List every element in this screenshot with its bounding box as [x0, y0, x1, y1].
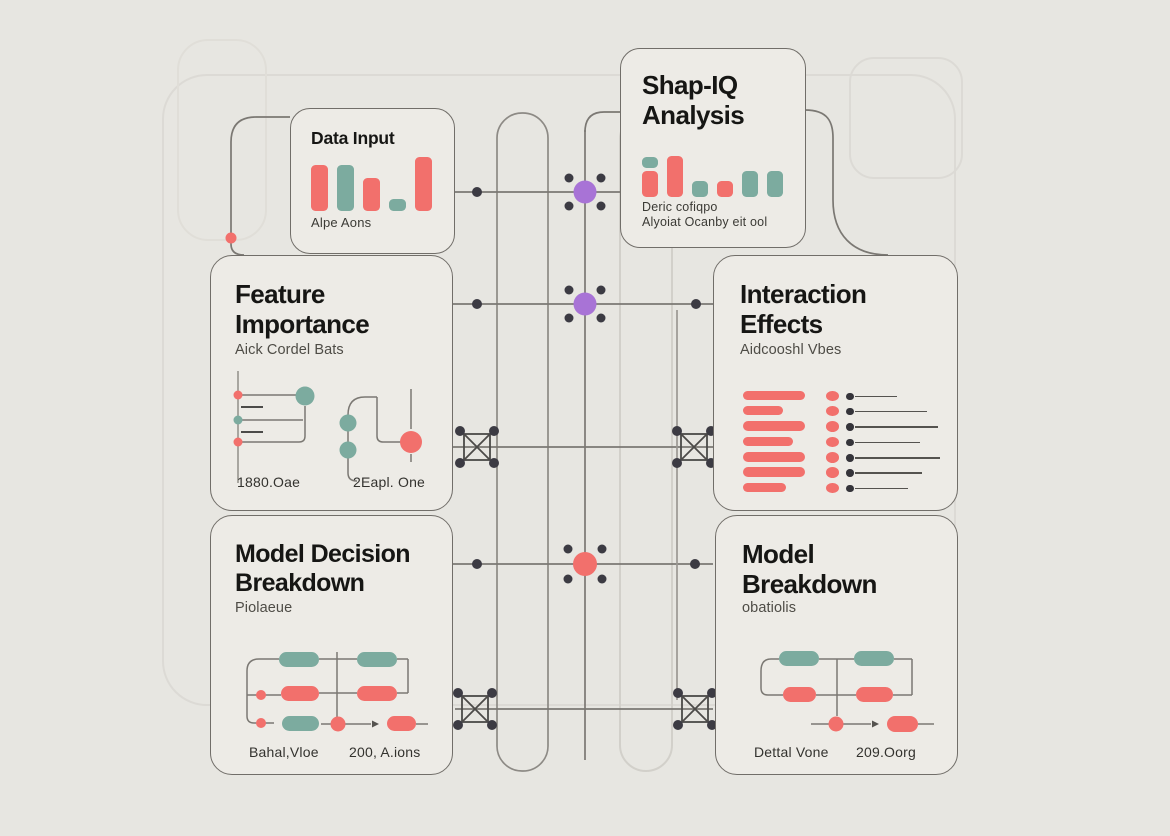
card-model-decision-breakdown[interactable]: Model Decision Breakdown Piolaeue [210, 515, 453, 775]
red-bar [743, 452, 805, 462]
connector-lines [230, 109, 889, 760]
value-line [855, 410, 927, 413]
diagram-label: 209.Oorg [856, 744, 916, 760]
bar-column [767, 171, 783, 197]
black-dot-icon [846, 423, 854, 431]
red-bar [743, 436, 793, 447]
red-bar [642, 171, 658, 197]
red-bar [743, 482, 786, 493]
card-title: Shap-IQ Analysis [642, 70, 745, 130]
teal-bar [389, 199, 406, 211]
crossing-node-icon [453, 688, 497, 730]
red-bar [743, 405, 783, 416]
card-title: Model Decision Breakdown [235, 540, 411, 597]
interaction-row [743, 480, 948, 495]
red-dot-icon [826, 467, 839, 478]
interaction-effects-chart-icon [743, 388, 948, 496]
card-data-input[interactable]: Data Input Alpe Aons [290, 108, 455, 254]
model-decision-flow-diagram-icon [246, 652, 428, 732]
feature-importance-diagram-icon [233, 371, 422, 483]
red-bar [667, 156, 683, 197]
interaction-row [743, 465, 948, 480]
red-bar [717, 181, 733, 197]
card-caption: Deric cofiqpo [642, 200, 718, 214]
interaction-row [743, 450, 948, 465]
teal-bar [337, 165, 354, 211]
black-dot-icon [846, 438, 854, 447]
interaction-row [743, 434, 948, 449]
red-dot-icon [826, 482, 839, 494]
value-line [855, 426, 938, 428]
teal-bar [642, 157, 658, 168]
diagram-label: 200, A.ions [349, 744, 421, 760]
card-interaction-effects[interactable]: Interaction Effects Aidcooshl Vbes [713, 255, 958, 511]
red-bar [311, 165, 328, 211]
black-dot-icon [846, 407, 854, 416]
card-caption: Alpe Aons [311, 215, 372, 230]
card-title: Data Input [311, 128, 395, 148]
line-dots [472, 187, 701, 569]
value-line [855, 472, 922, 475]
diagram-label: 2Eapl. One [353, 474, 426, 490]
card-subtitle: Aick Cordel Bats [235, 342, 344, 358]
card-title: Feature Importance [235, 279, 370, 339]
shap-iq-bar-chart-icon [642, 154, 783, 197]
black-dot-icon [846, 469, 854, 477]
value-line [855, 441, 920, 444]
model-breakdown-flow-diagram-icon [760, 651, 934, 732]
data-input-bar-chart-icon [311, 155, 432, 211]
red-bar [415, 157, 432, 211]
red-bar [743, 467, 805, 477]
card-subtitle: Aidcooshl Vbes [740, 342, 842, 358]
crossing-node-icon [673, 688, 717, 730]
red-marker-dot-icon [225, 232, 237, 244]
value-line [855, 457, 940, 459]
purple-junction-node-icon [564, 173, 606, 211]
card-title: Model Breakdown [742, 539, 877, 599]
diagram-label: 1880.Oae [237, 474, 301, 490]
black-dot-icon [846, 454, 854, 462]
bar-column [717, 181, 733, 197]
teal-bar [692, 181, 708, 197]
red-junction-node-icon [563, 544, 607, 584]
black-dot-icon [846, 392, 854, 400]
bar-column [642, 157, 658, 197]
purple-junction-node-icon [564, 285, 606, 323]
bar-column [692, 181, 708, 197]
red-bar [743, 421, 805, 431]
value-line [855, 395, 897, 398]
bar-column [667, 156, 683, 197]
card-title: Interaction Effects [740, 279, 867, 339]
card-subtitle: Piolaeue [235, 600, 293, 616]
teal-bar [767, 171, 783, 197]
tall-pill-outline [496, 112, 549, 772]
bar-column [742, 171, 758, 197]
red-bar [363, 178, 380, 211]
red-bar [743, 390, 805, 400]
interaction-row [743, 388, 948, 403]
red-dot-icon [826, 452, 839, 463]
card-model-breakdown[interactable]: Model Breakdown obatiolis Dettal Vone 20… [715, 515, 958, 775]
teal-bar [742, 171, 758, 197]
red-dot-icon [826, 390, 839, 401]
red-dot-icon [826, 405, 839, 417]
interaction-row [743, 419, 948, 434]
card-subtitle: obatiolis [742, 600, 797, 616]
interaction-row [743, 403, 948, 418]
red-dot-icon [826, 421, 839, 432]
card-feature-importance[interactable]: Feature Importance Aick Cordel Bats [210, 255, 453, 511]
crossing-node-icon [455, 426, 499, 468]
diagram-label: Bahal,Vloe [249, 744, 319, 760]
card-shap-iq-analysis[interactable]: Shap-IQ Analysis Deric cofiqpo Alyoiat O… [620, 48, 806, 248]
value-line [855, 487, 908, 490]
crossing-node-icon [672, 426, 716, 468]
diagram-label: Dettal Vone [754, 744, 829, 760]
card-caption: Alyoiat Ocanby eit ool [642, 215, 768, 229]
red-dot-icon [826, 436, 839, 448]
black-dot-icon [846, 484, 854, 493]
